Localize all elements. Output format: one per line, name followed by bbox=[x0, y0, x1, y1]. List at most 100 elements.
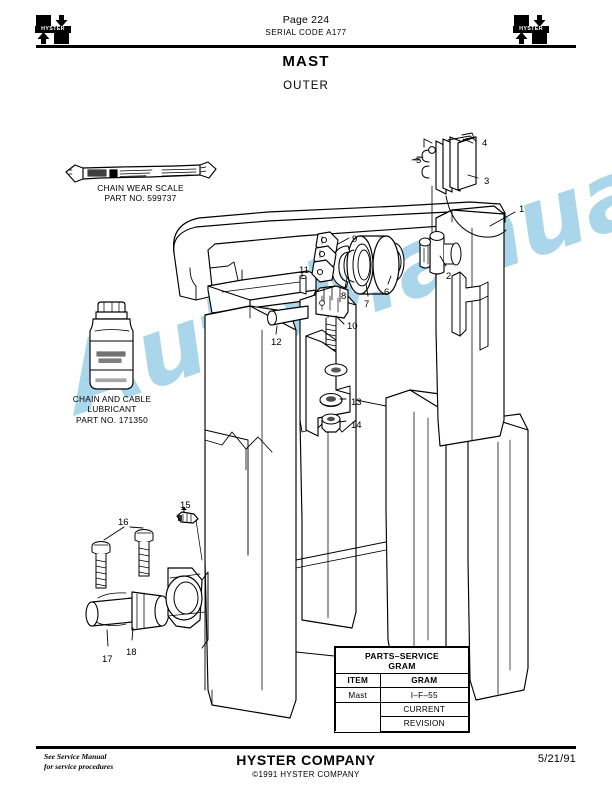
table-title-line2: GRAM bbox=[388, 660, 416, 671]
header-text-block: Page 224 SERIAL CODE A177 bbox=[0, 14, 612, 38]
chain-anchor-assembly bbox=[315, 285, 349, 351]
leader-4 bbox=[462, 138, 474, 144]
leader-10 bbox=[335, 315, 345, 325]
callout-number-10: 10 bbox=[347, 321, 358, 332]
footer-company-name: HYSTER COMPANY bbox=[236, 752, 376, 768]
leader-5 bbox=[411, 156, 424, 161]
chain-wear-scale-tool bbox=[65, 161, 217, 183]
cell-item: Mast bbox=[335, 687, 381, 703]
callout-number-11: 11 bbox=[299, 265, 309, 276]
cell-gram: REVISION bbox=[379, 716, 470, 732]
callout-number-1: 1 bbox=[519, 204, 525, 215]
callout-number-13: 13 bbox=[351, 397, 362, 408]
hyster-logo-left: HYSTER bbox=[35, 15, 71, 45]
lubricant-spray-can bbox=[89, 301, 134, 390]
service-manual-note: See Service Manual for service procedure… bbox=[44, 752, 113, 771]
mast-center-right-rail bbox=[385, 389, 447, 671]
table-title-row: PARTS–SERVICE GRAM bbox=[335, 647, 469, 674]
anchor-pin-11 bbox=[299, 274, 307, 295]
callout-number-18: 18 bbox=[126, 647, 137, 658]
logo-arrow-bottom-left bbox=[36, 31, 51, 44]
leader-1 bbox=[489, 211, 516, 227]
anchor-rod-12 bbox=[267, 305, 309, 326]
chain-wear-scale-caption: CHAIN WEAR SCALE PART NO. 599737 bbox=[63, 183, 218, 204]
header-divider-rule bbox=[36, 45, 576, 48]
logo-square-top-left bbox=[514, 15, 529, 28]
nut-14 bbox=[321, 413, 341, 433]
chain-anchor-bracket bbox=[305, 329, 351, 437]
logo-square-bottom-right bbox=[532, 31, 547, 44]
roller-bearing-assembly bbox=[331, 231, 462, 295]
leader-8 bbox=[344, 277, 348, 289]
grease-fitting-15 bbox=[176, 511, 199, 524]
leader-16-b bbox=[129, 526, 144, 529]
callout-number-9: 9 bbox=[352, 234, 358, 245]
mast-lower-bearing-boss bbox=[165, 567, 209, 649]
page-number-label: Page 224 bbox=[282, 14, 330, 26]
callout-number-7: 7 bbox=[364, 299, 370, 310]
callout-number-16: 16 bbox=[118, 517, 129, 528]
lubricant-caption: CHAIN AND CABLE LUBRICANT PART NO. 17135… bbox=[42, 394, 182, 425]
leader-16-a bbox=[103, 526, 125, 541]
callout-number-8: 8 bbox=[341, 291, 347, 302]
logo-brand-text: HYSTER bbox=[513, 26, 549, 33]
leaf-chain-assembly bbox=[311, 231, 339, 283]
callout-number-15: 15 bbox=[180, 500, 191, 511]
logo-arrow-top-right bbox=[532, 15, 547, 28]
serial-code-label: SERIAL CODE A177 bbox=[265, 28, 347, 37]
bushing-roller-17-18 bbox=[85, 591, 170, 631]
mast-right-outer-rail bbox=[467, 413, 529, 701]
capscrew-16-right bbox=[134, 529, 154, 577]
cell-item bbox=[335, 716, 381, 731]
logo-square-top-left bbox=[36, 15, 51, 28]
logo-square-bottom-right bbox=[54, 31, 69, 44]
parts-service-gram-table: PARTS–SERVICE GRAM ITEM GRAM Mast I–F–55… bbox=[334, 646, 470, 733]
footer-date: 5/21/91 bbox=[537, 753, 576, 765]
column-header-gram: GRAM bbox=[379, 672, 470, 689]
lubricant-part: PART NO. 171350 bbox=[76, 414, 148, 425]
table-title-line1: PARTS–SERVICE bbox=[364, 650, 440, 661]
service-note-line2: for service procedures bbox=[44, 761, 114, 771]
leader-14 bbox=[339, 420, 347, 423]
washer-13 bbox=[319, 392, 343, 408]
logo-arrow-bottom-left bbox=[514, 31, 529, 44]
chain-wear-scale-name: CHAIN WEAR SCALE bbox=[97, 183, 184, 193]
hyster-logo-right: HYSTER bbox=[513, 15, 549, 45]
leader-6 bbox=[387, 275, 392, 285]
table-header-row: ITEM GRAM bbox=[335, 672, 470, 689]
page-subtitle: OUTER bbox=[283, 80, 329, 92]
leader-3 bbox=[467, 174, 479, 179]
lubricant-name-line2: LUBRICANT bbox=[87, 404, 137, 415]
mast-right-upper-frame bbox=[435, 205, 505, 447]
column-header-item: ITEM bbox=[335, 672, 381, 689]
footer-copyright: ©1991 HYSTER COMPANY bbox=[252, 770, 360, 779]
callout-number-6: 6 bbox=[384, 287, 390, 298]
logo-arrow-top-right bbox=[54, 15, 69, 28]
capscrew-16-left bbox=[91, 541, 111, 589]
service-note-line1: See Service Manual bbox=[44, 752, 107, 761]
leader-2 bbox=[439, 255, 447, 267]
callout-number-17: 17 bbox=[102, 654, 113, 665]
table-row: CURRENT bbox=[335, 701, 470, 718]
page-title: MAST bbox=[282, 53, 330, 70]
footer-divider-rule bbox=[36, 746, 576, 749]
leader-12 bbox=[275, 325, 278, 335]
cell-gram: I–F–55 bbox=[379, 687, 470, 703]
callout-number-4: 4 bbox=[482, 138, 488, 149]
leader-9 bbox=[337, 237, 350, 245]
callout-number-5: 5 bbox=[416, 155, 422, 166]
table-title-cell: PARTS–SERVICE GRAM bbox=[335, 647, 469, 674]
callout-number-12: 12 bbox=[271, 337, 282, 348]
leader-7 bbox=[365, 283, 369, 297]
cell-gram: CURRENT bbox=[379, 701, 470, 718]
callout-number-3: 3 bbox=[484, 176, 490, 187]
lubricant-name-line1: CHAIN AND CABLE bbox=[72, 394, 152, 404]
table-row: REVISION bbox=[335, 716, 470, 732]
shim-pack-assembly bbox=[413, 132, 507, 241]
chain-wear-scale-part: PART NO. 599737 bbox=[104, 193, 177, 204]
table-row: Mast I–F–55 bbox=[335, 687, 470, 703]
mast-left-rail bbox=[204, 305, 297, 719]
callout-number-14: 14 bbox=[351, 420, 362, 431]
logo-brand-text: HYSTER bbox=[35, 26, 71, 33]
